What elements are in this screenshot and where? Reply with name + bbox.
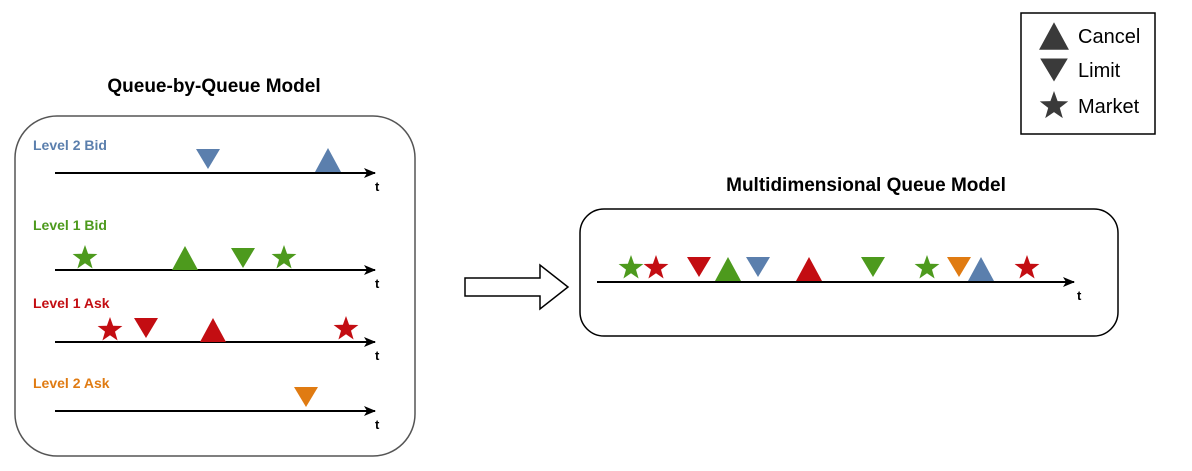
limit-icon — [687, 257, 711, 277]
cancel-icon — [715, 257, 741, 281]
market-icon — [271, 245, 297, 269]
axis-label: t — [375, 348, 380, 363]
market-icon — [914, 255, 940, 279]
star-icon — [1039, 91, 1069, 119]
axis-label: t — [375, 417, 380, 432]
right-panel-box — [579, 208, 1119, 337]
limit-icon — [196, 149, 220, 169]
legend-item: Market — [1039, 91, 1140, 119]
level-label: Level 2 Bid — [33, 137, 107, 153]
triangle-down-icon — [1040, 58, 1068, 82]
level-label: Level 2 Ask — [33, 375, 110, 391]
cancel-icon — [968, 257, 994, 281]
axis-label: t — [375, 276, 380, 291]
cancel-icon — [796, 257, 822, 281]
legend-item: Cancel — [1039, 22, 1140, 50]
legend-label: Market — [1078, 96, 1140, 118]
limit-icon — [134, 318, 158, 338]
right-arrow-icon — [464, 263, 570, 311]
limit-icon — [861, 257, 885, 277]
axis-label: t — [375, 179, 380, 194]
legend-label: Cancel — [1078, 26, 1140, 48]
left-panel-box — [14, 115, 416, 457]
queue-level: Level 2 Ask t — [33, 375, 380, 432]
level-label: Level 1 Ask — [33, 295, 110, 311]
triangle-up-icon — [1039, 22, 1069, 50]
legend-box — [1020, 12, 1156, 135]
market-icon — [1014, 255, 1040, 279]
queue-level: Level 1 Ask t — [33, 295, 380, 363]
limit-icon — [746, 257, 770, 277]
multidimensional-panel: Multidimensional Queue Model t — [579, 175, 1119, 337]
right-axis-label: t — [1077, 288, 1082, 303]
cancel-icon — [315, 148, 341, 172]
legend-label: Limit — [1078, 60, 1121, 82]
limit-icon — [294, 387, 318, 407]
legend-item: Limit — [1040, 58, 1121, 82]
queue-level: Level 1 Bid t — [33, 217, 380, 291]
limit-icon — [231, 248, 255, 268]
cancel-icon — [200, 318, 226, 342]
level-label: Level 1 Bid — [33, 217, 107, 233]
right-panel-title: Multidimensional Queue Model — [726, 175, 1006, 196]
market-icon — [643, 255, 669, 279]
market-icon — [333, 316, 359, 340]
market-icon — [72, 245, 98, 269]
limit-icon — [947, 257, 971, 277]
market-icon — [618, 255, 644, 279]
left-panel-title: Queue-by-Queue Model — [107, 76, 320, 97]
cancel-icon — [172, 246, 198, 270]
queue-level: Level 2 Bid t — [33, 137, 380, 194]
market-icon — [97, 317, 123, 341]
